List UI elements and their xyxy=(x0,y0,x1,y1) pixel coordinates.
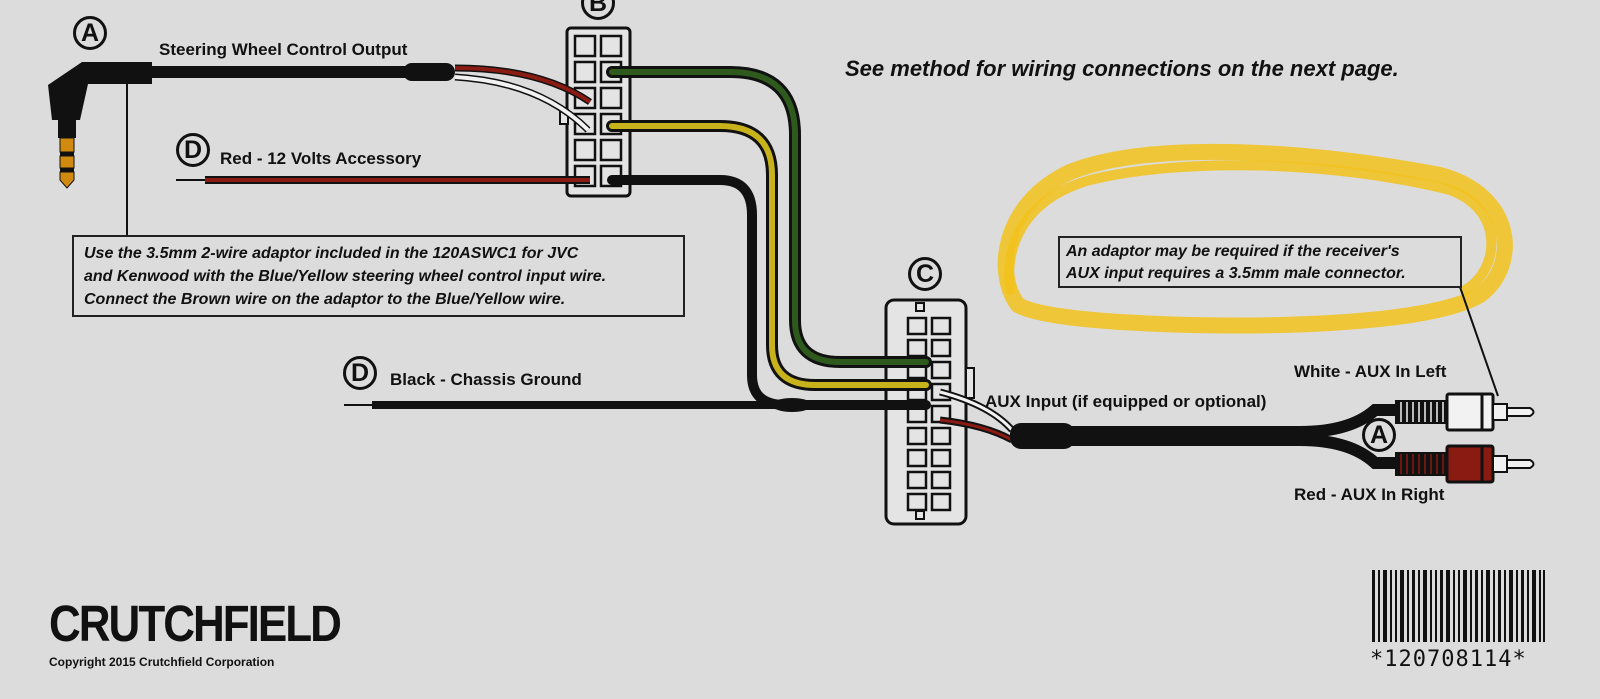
wire-green xyxy=(606,66,932,368)
label-red-accessory: Red - 12 Volts Accessory xyxy=(220,149,422,168)
marker-a-plug: A xyxy=(73,16,107,50)
headline-text: See method for wiring connections on the… xyxy=(845,56,1399,81)
label-red-aux: Red - AUX In Right xyxy=(1294,485,1445,504)
aux-note-line-1: An adaptor may be required if the receiv… xyxy=(1066,243,1400,260)
barcode-number: *120708114* xyxy=(1370,647,1527,672)
marker-c-connector: C xyxy=(908,257,942,291)
adaptor-note-line-3: Connect the Brown wire on the adaptor to… xyxy=(84,291,566,308)
plug-3-5mm-icon xyxy=(48,62,152,189)
aux-note-pointer xyxy=(1459,286,1499,397)
label-steering-wheel: Steering Wheel Control Output xyxy=(159,40,408,59)
barcode-icon xyxy=(1372,570,1545,642)
steering-cable xyxy=(126,63,592,236)
aux-note-line-2: AUX input requires a 3.5mm male connecto… xyxy=(1066,265,1406,282)
rca-plug-white-icon xyxy=(1395,392,1535,432)
copyright-text: Copyright 2015 Crutchfield Corporation xyxy=(49,655,275,669)
adaptor-note-line-2: and Kenwood with the Blue/Yellow steerin… xyxy=(84,268,607,285)
adaptor-note: Use the 3.5mm 2-wire adaptor included in… xyxy=(72,235,685,317)
highlight-scribble xyxy=(997,143,1513,334)
marker-a-rca: A xyxy=(1362,418,1396,452)
marker-d-black: D xyxy=(343,356,377,390)
adaptor-note-line-1: Use the 3.5mm 2-wire adaptor included in… xyxy=(84,245,579,262)
crutchfield-logo: CRUTCHFIELD xyxy=(49,596,342,653)
aux-cable xyxy=(939,388,1395,469)
marker-d-red: D xyxy=(176,133,210,167)
wire-black-ground xyxy=(344,398,920,412)
rca-plug-red-icon xyxy=(1395,444,1535,484)
label-white-aux: White - AUX In Left xyxy=(1294,362,1447,381)
label-aux-input: AUX Input (if equipped or optional) xyxy=(985,392,1267,411)
wire-yellow xyxy=(606,120,932,391)
aux-note: An adaptor may be required if the receiv… xyxy=(1058,236,1462,288)
label-black-ground: Black - Chassis Ground xyxy=(390,370,582,389)
connector-c xyxy=(884,298,975,526)
